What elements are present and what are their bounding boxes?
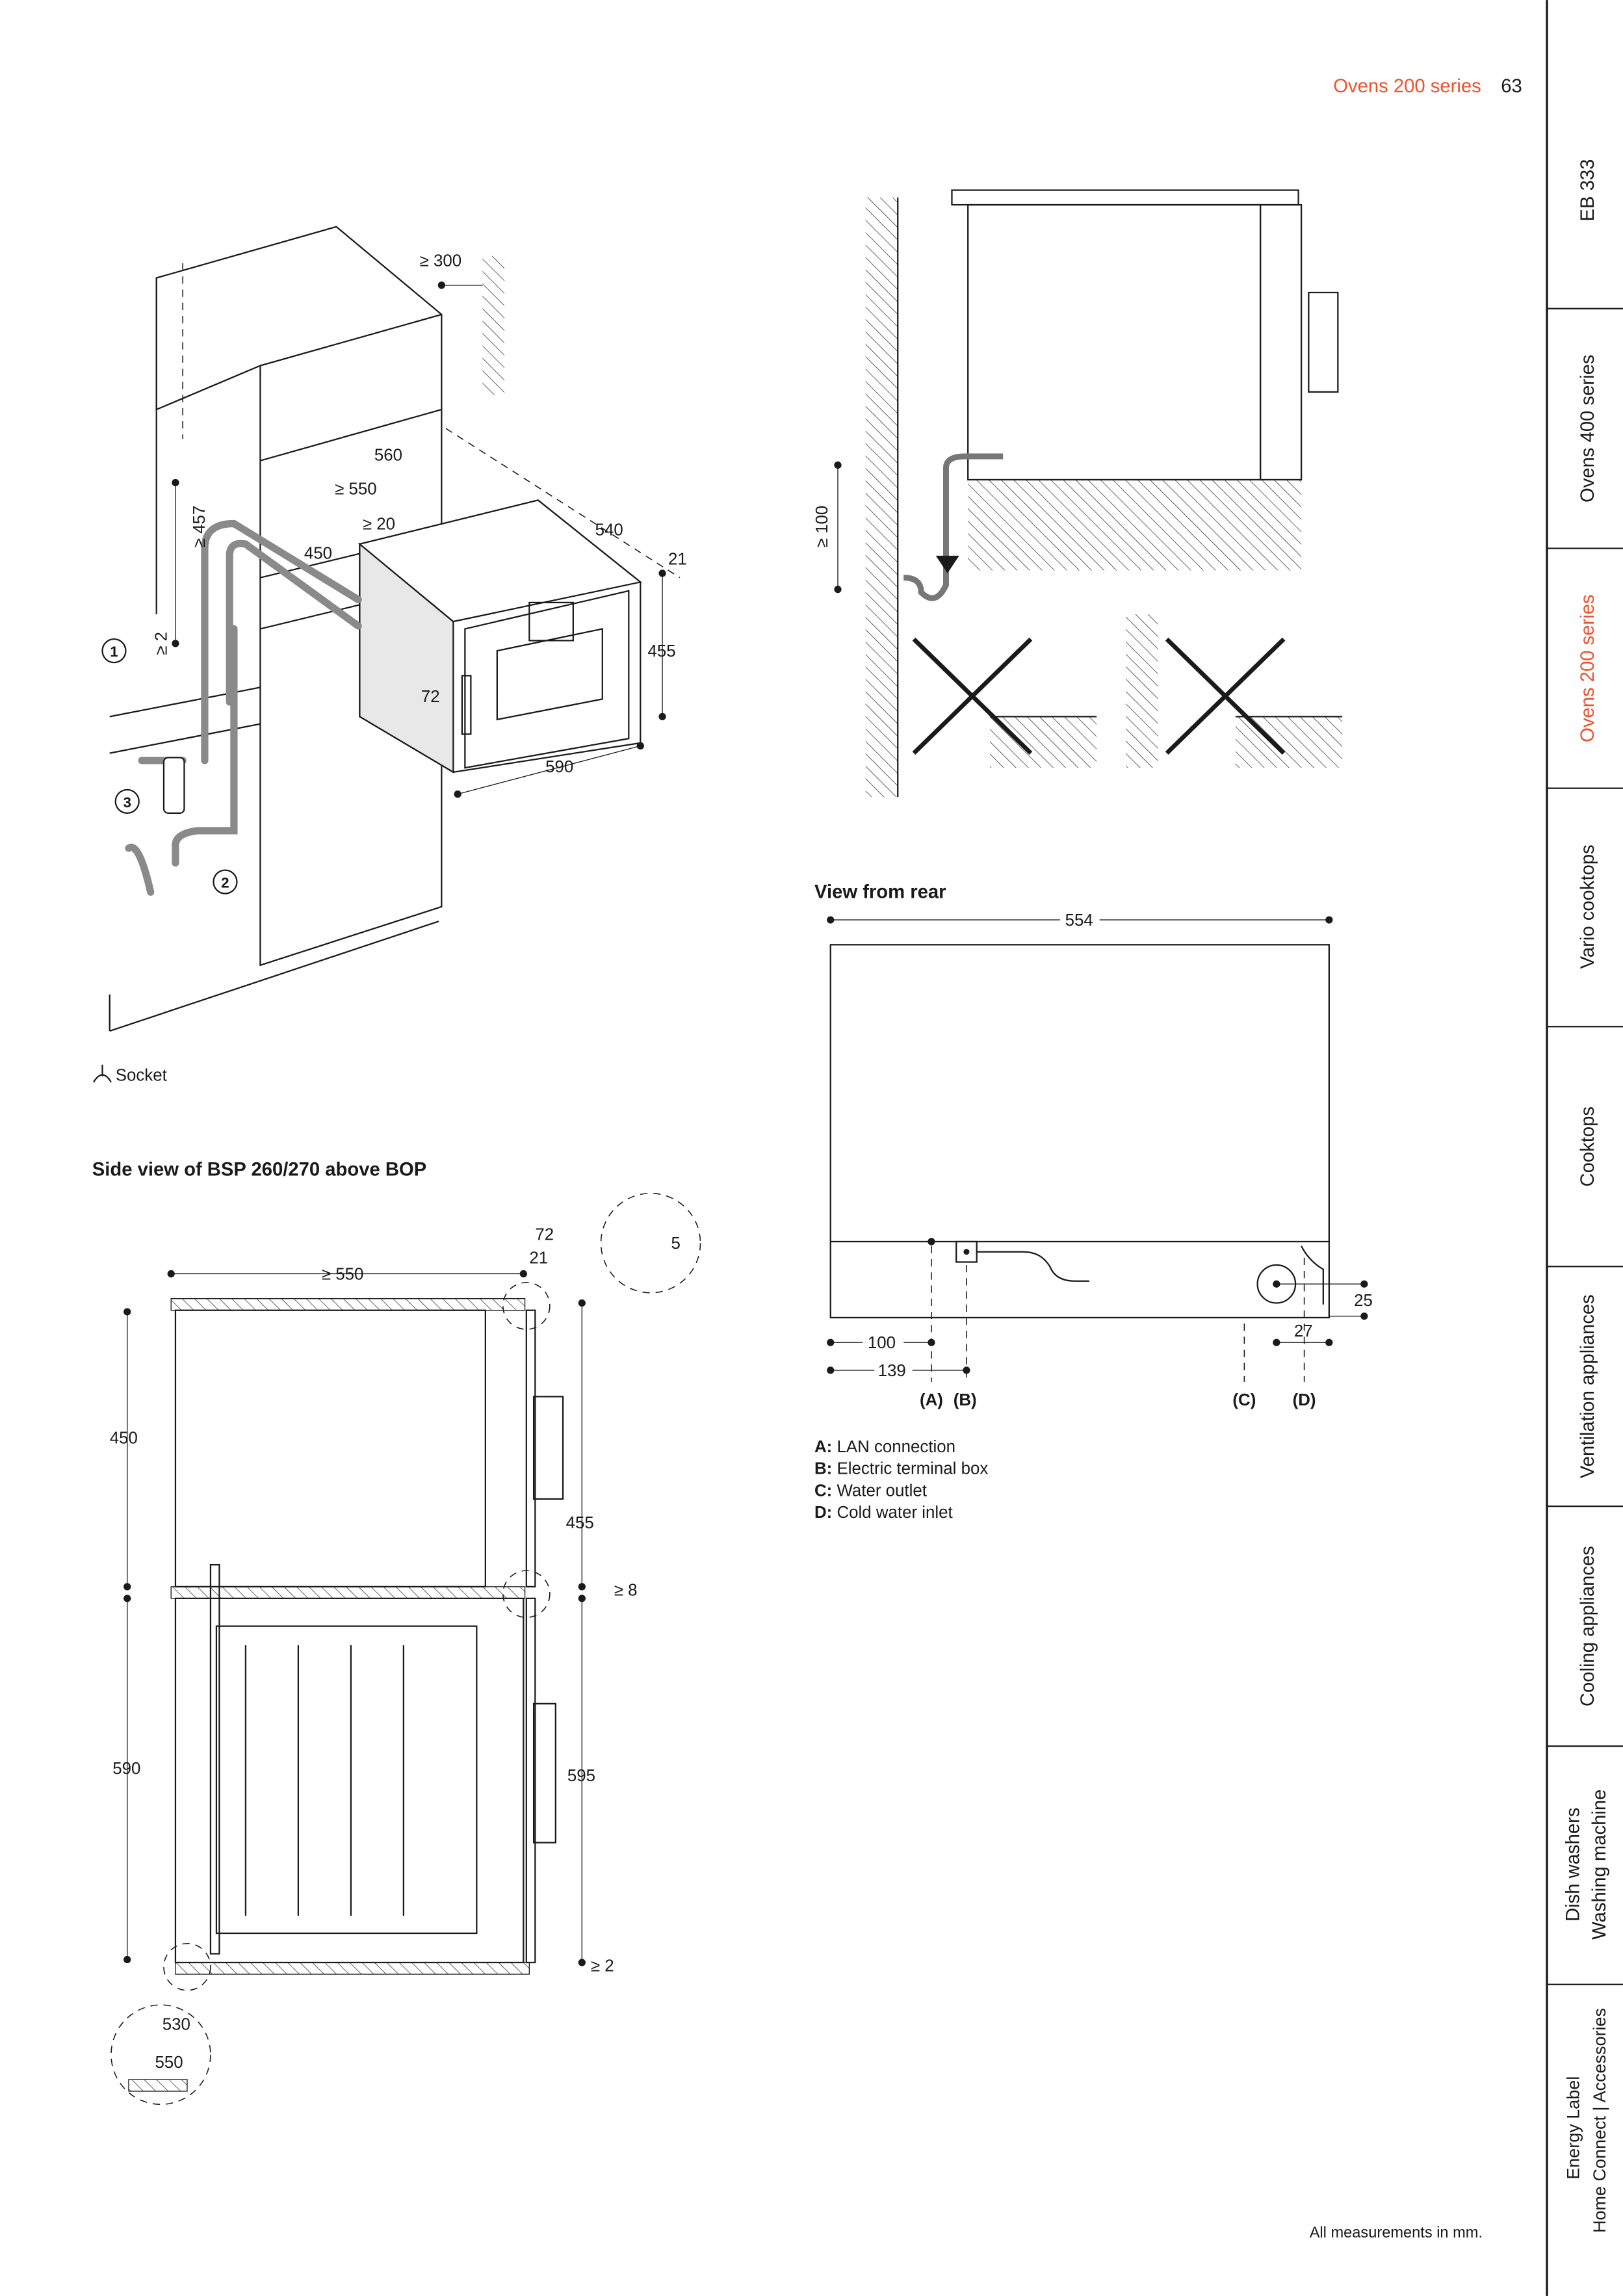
dim-550: ≥ 550 [335,480,377,498]
marker-a: (A) [920,1391,943,1409]
dim-550b: 550 [155,2054,183,2072]
dim-450: 450 [110,1429,138,1447]
marker-c: (C) [1232,1391,1256,1409]
tab-cooling[interactable]: Cooling appliances [1578,1546,1598,1706]
sidebar-tabs: EB 333 Ovens 400 series Ovens 200 series… [1546,0,1623,2296]
tab-cooktops[interactable]: Cooktops [1578,1106,1598,1187]
tab-label: Ventilation appliances [1578,1294,1598,1478]
tab-label: Vario cooktops [1578,844,1598,969]
tab-ovens-200[interactable]: Ovens 200 series [1578,594,1598,742]
svg-text:2: 2 [221,875,229,891]
dim-2: ≥ 2 [591,1957,614,1975]
tab-dishwashers[interactable]: Dish washers Washing machine [1563,1790,1610,1940]
section-title: Ovens 200 series [1333,76,1481,97]
tab-ovens-400[interactable]: Ovens 400 series [1578,354,1598,502]
svg-text:3: 3 [123,794,131,811]
socket-icon [93,1064,112,1083]
side-view-diagram: Side view of BSP 260/270 above BOP ≥ 550… [92,1160,701,2105]
dim-5: 5 [671,1234,681,1253]
tab-eb-333[interactable]: EB 333 [1578,159,1598,222]
dim-21: 21 [529,1249,548,1268]
tab-energy-label[interactable]: Energy Label Home Connect | Accessories [1564,2008,1609,2233]
dim-139: 139 [878,1362,906,1380]
dim-300: ≥ 300 [420,252,462,270]
dim-455: 455 [648,642,676,660]
dim-100: 100 [868,1334,896,1352]
page-number: 63 [1501,76,1522,97]
drain-diagram: ≥ 100 [813,189,1343,798]
dim-27: 27 [1294,1322,1313,1340]
footer-note: All measurements in mm. [1310,2224,1483,2241]
svg-text:C: Water outlet: C: Water outlet [814,1481,927,1500]
page-header: Ovens 200 series 63 [1333,76,1522,97]
svg-text:D: Cold water inlet: D: Cold water inlet [814,1504,953,1522]
side-view-title: Side view of BSP 260/270 above BOP [92,1160,427,1181]
tab-label: Ovens 400 series [1578,354,1598,502]
dim-540: 540 [595,521,623,539]
rear-view-diagram: View from rear 554 100 139 27 25 (A) (B)… [814,881,1373,1522]
marker-d: (D) [1293,1391,1316,1409]
dim-590: 590 [112,1760,140,1778]
dim-455: 455 [566,1514,594,1532]
socket-legend: Socket [93,1064,167,1085]
dim-2: ≥ 2 [152,632,170,655]
dim-72: 72 [535,1226,554,1244]
dim-21: 21 [668,550,687,568]
dim-72: 72 [421,688,440,706]
dim-8: ≥ 8 [614,1581,638,1599]
dim-20: ≥ 20 [363,515,395,533]
rear-view-title: View from rear [814,881,946,902]
tab-label: Home Connect | Accessories [1590,2008,1609,2233]
tab-label: Dish washers [1563,1808,1584,1922]
marker-b: (B) [954,1391,977,1409]
svg-text:A: LAN connection: A: LAN connection [814,1438,955,1456]
svg-text:1: 1 [110,644,118,660]
tab-label: Ovens 200 series [1578,594,1598,742]
dim-560: 560 [374,447,402,465]
dim-530: 530 [162,2015,190,2033]
dim-25: 25 [1354,1292,1373,1310]
tab-ventilation[interactable]: Ventilation appliances [1578,1294,1598,1478]
dim-450: 450 [304,544,332,562]
tab-label: Washing machine [1589,1790,1610,1940]
callout-1: 1 [101,638,127,664]
installation-diagram: ≥ 300 560 ≥ 550 ≥ 20 540 21 450 ≥ 457 ≥ … [93,226,687,1085]
callout-2: 2 [213,869,238,894]
dim-100: ≥ 100 [813,506,831,548]
dim-595: 595 [567,1767,595,1785]
tab-label: Cooktops [1578,1106,1598,1187]
dim-width: 554 [1065,911,1093,930]
tab-label: EB 333 [1578,159,1598,222]
tab-label: Cooling appliances [1578,1546,1598,1706]
callout-3: 3 [114,789,140,814]
dim-457: ≥ 457 [190,506,209,548]
tab-vario-cooktops[interactable]: Vario cooktops [1578,844,1598,969]
rear-view-legend: A: LAN connection B: Electric terminal b… [814,1438,988,1522]
dim-550: ≥ 550 [322,1265,364,1283]
svg-text:B: Electric terminal box: B: Electric terminal box [814,1460,988,1478]
svg-text:Socket: Socket [116,1067,167,1085]
tab-label: Energy Label [1564,2076,1583,2180]
